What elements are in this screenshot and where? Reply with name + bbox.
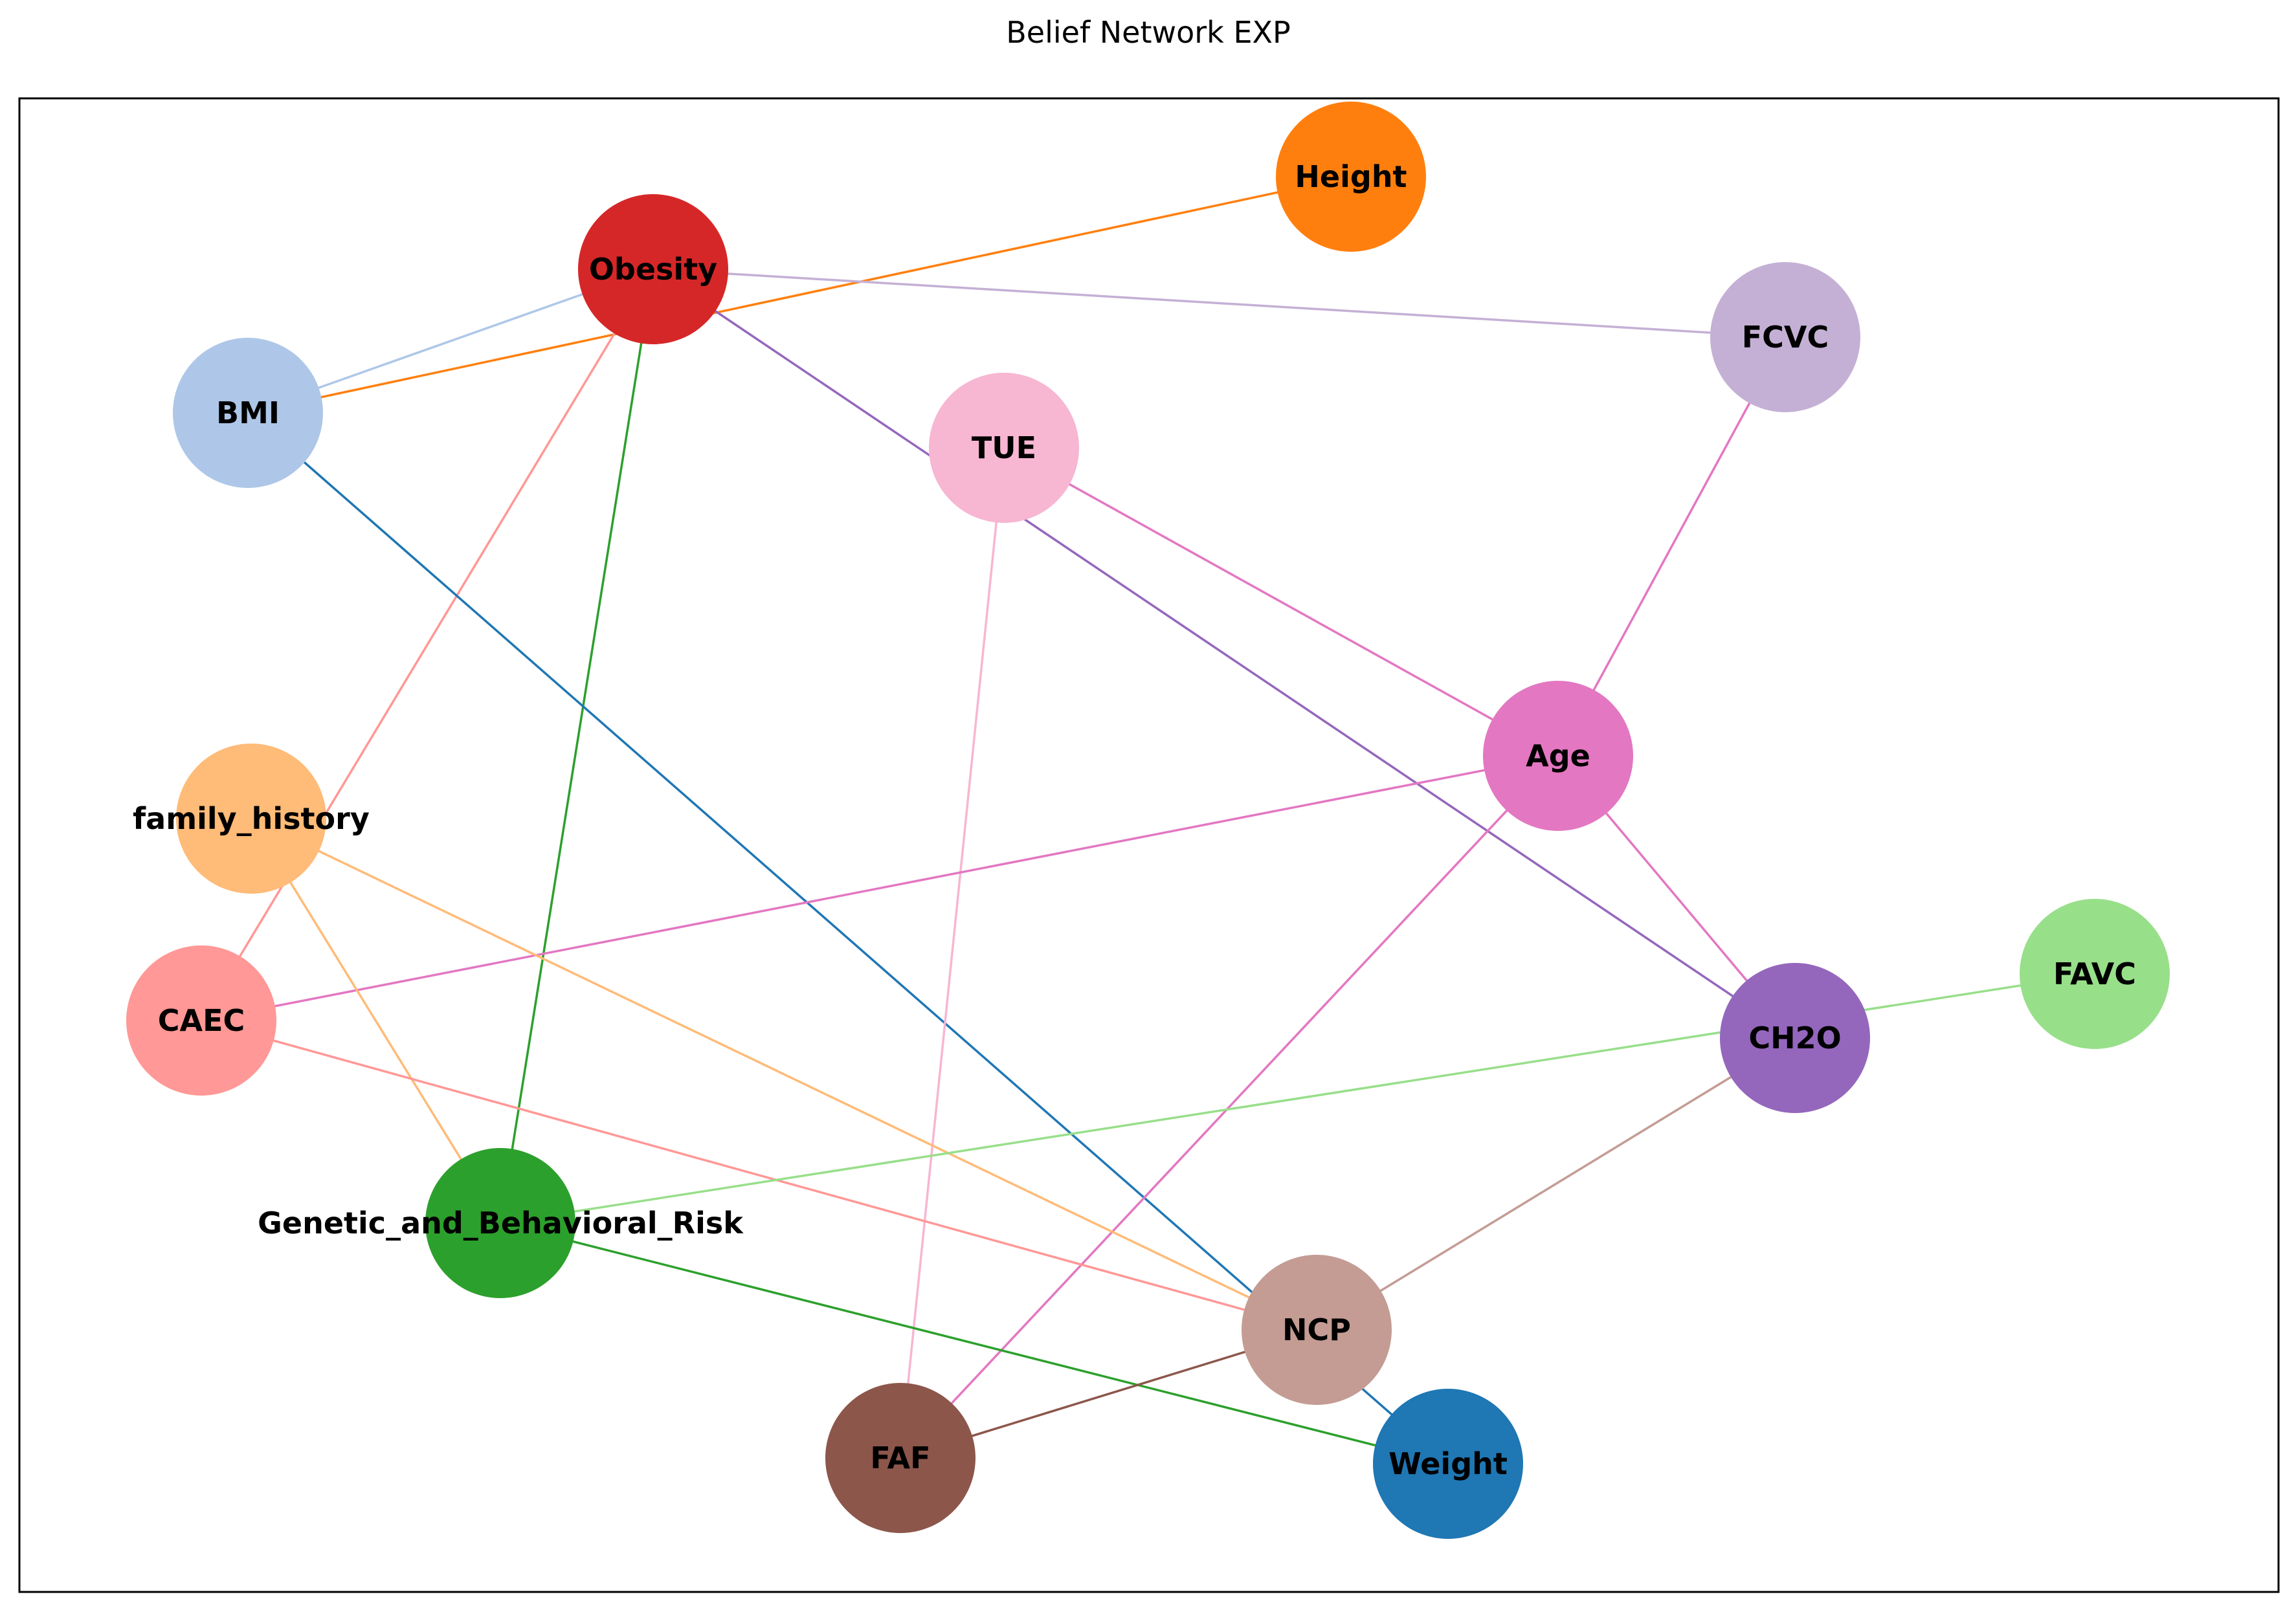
edge-family-history-ncp: [251, 817, 1317, 1331]
node-label-caec: CAEC: [158, 1003, 245, 1038]
node-label-age: Age: [1526, 738, 1590, 773]
node-weight: Weight: [1373, 1389, 1523, 1539]
node-age: Age: [1483, 681, 1633, 831]
node-label-bmi: BMI: [216, 395, 280, 430]
node-tue: TUE: [929, 373, 1079, 523]
edge-fcvc-age: [1557, 337, 1787, 756]
edge-caec-ncp: [201, 1019, 1317, 1331]
node-caec: CAEC: [126, 945, 276, 1096]
node-ncp: NCP: [1242, 1255, 1392, 1405]
node-obesity: Obesity: [578, 194, 728, 344]
node-label-weight: Weight: [1388, 1446, 1508, 1481]
edge-tue-age: [1003, 447, 1559, 757]
node-circle-genetic-and-behavioral-risk: [425, 1148, 575, 1298]
edge-obesity-ch2o: [652, 268, 1796, 1039]
plot-frame: [18, 97, 2280, 1593]
node-faf: FAF: [825, 1383, 975, 1533]
edge-age-caec: [201, 755, 1559, 1022]
node-label-ch2o: CH2O: [1748, 1021, 1841, 1055]
edge-tue-faf: [899, 447, 1005, 1459]
node-genetic-and-behavioral-risk: Genetic_and_Behavioral_Risk: [258, 1148, 744, 1298]
node-circle-fcvc: [1710, 262, 1860, 412]
node-favc: FAVC: [2020, 899, 2170, 1049]
node-circle-favc: [2020, 899, 2170, 1049]
edge-genetic-and-behavioral-risk-weight: [500, 1222, 1449, 1465]
edge-obesity-caec: [200, 269, 654, 1021]
node-circle-family-history: [176, 744, 326, 894]
node-circle-faf: [825, 1383, 975, 1533]
node-label-tue: TUE: [972, 430, 1036, 465]
node-circle-age: [1483, 681, 1633, 831]
node-ch2o: CH2O: [1720, 963, 1870, 1113]
node-height: Height: [1276, 102, 1426, 252]
node-circle-bmi: [173, 338, 323, 488]
edge-family-history-genetic-and-behavioral-risk: [250, 818, 502, 1224]
node-circle-ch2o: [1720, 963, 1870, 1113]
node-bmi: BMI: [173, 338, 323, 488]
node-label-faf: FAF: [870, 1441, 930, 1475]
node-fcvc: FCVC: [1710, 262, 1860, 412]
node-label-family-history: family_history: [133, 801, 370, 836]
node-family-history: family_history: [133, 744, 370, 894]
edge-ch2o-ncp: [1316, 1037, 1796, 1331]
node-circle-caec: [126, 945, 276, 1096]
node-circle-weight: [1373, 1389, 1523, 1539]
node-label-genetic-and-behavioral-risk: Genetic_and_Behavioral_Risk: [258, 1206, 744, 1241]
node-label-height: Height: [1295, 159, 1407, 194]
edge-bmi-weight: [247, 412, 1449, 1465]
edge-bmi-height: [247, 175, 1352, 414]
edge-obesity-genetic-and-behavioral-risk: [499, 269, 654, 1224]
node-circle-ncp: [1242, 1255, 1392, 1405]
node-label-obesity: Obesity: [589, 252, 717, 287]
node-label-ncp: NCP: [1282, 1312, 1351, 1347]
node-circle-obesity: [578, 194, 728, 344]
edge-obesity-fcvc: [652, 268, 1786, 338]
edge-age-faf: [899, 755, 1559, 1459]
node-circle-tue: [929, 373, 1079, 523]
node-label-fcvc: FCVC: [1742, 320, 1829, 355]
node-label-favc: FAVC: [2053, 956, 2136, 991]
node-circle-height: [1276, 102, 1426, 252]
chart-title: Belief Network EXP: [1006, 15, 1291, 50]
